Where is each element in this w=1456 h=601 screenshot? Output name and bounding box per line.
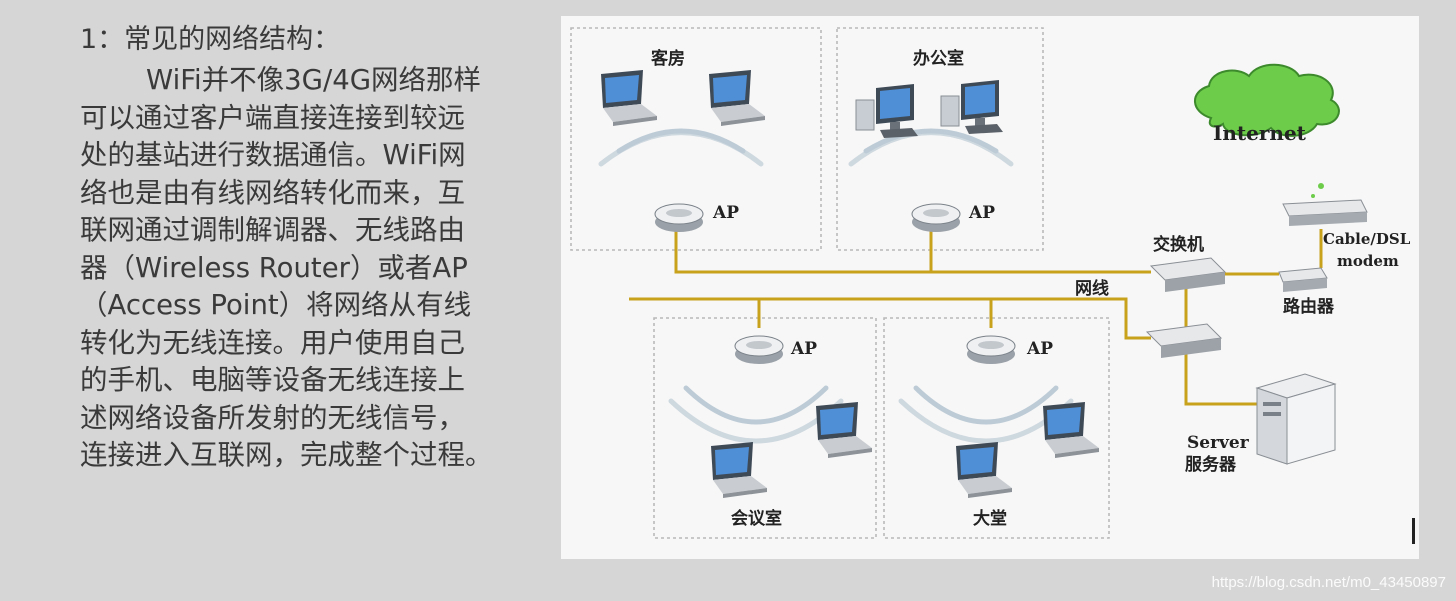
laptop-icon	[711, 442, 767, 498]
label-router: 路由器	[1283, 296, 1335, 317]
paragraph-line: 述网络设备所发射的无线信号，	[80, 401, 465, 434]
internet-cloud-icon	[1194, 63, 1340, 198]
watermark: https://blog.csdn.net/m0_43450897	[1211, 574, 1446, 591]
access-point-icon	[654, 203, 704, 233]
network-diagram: 客房 AP 办公室 AP AP 会议室 AP 大堂 Internet Cable…	[561, 16, 1419, 559]
access-point-icon	[966, 335, 1016, 365]
laptop-icon	[816, 402, 872, 458]
laptop-icon	[709, 70, 765, 126]
desktop-computer-icon	[855, 83, 919, 139]
room-boxes	[570, 27, 1110, 539]
paragraph-line: 联网通过调制解调器、无线路由	[80, 214, 465, 246]
slide-heading: 1：常见的网络结构：	[80, 24, 341, 55]
desktop-computer-icon	[940, 79, 1004, 135]
switch-icon	[1145, 323, 1223, 358]
label-server-line2: 服务器	[1185, 454, 1237, 475]
paragraph-line: WiFi并不像3G/4G网络那样	[146, 64, 482, 96]
label-lobby: 大堂	[973, 508, 1007, 529]
label-switch: 交换机	[1153, 234, 1204, 255]
switch-icon	[1149, 257, 1227, 292]
router-icon	[1278, 267, 1328, 292]
modem-icon	[1282, 199, 1368, 226]
laptop-icon	[1043, 402, 1099, 458]
server-icon	[1255, 373, 1337, 465]
wifi-signal-arcs	[598, 128, 1074, 444]
access-point-icon	[911, 203, 961, 233]
label-modem-line2: modem	[1337, 252, 1399, 270]
text-cursor	[1412, 518, 1415, 544]
paragraph-line: 连接进入互联网，完成整个过程。	[80, 439, 493, 471]
slide-paragraph: WiFi并不像3G/4G网络那样 可以通过客户端直接连接到较远 处的基站进行数据…	[80, 62, 550, 475]
label-office: 办公室	[913, 48, 964, 69]
label-network-cable: 网线	[1075, 278, 1109, 299]
label-internet: Internet	[1213, 121, 1307, 145]
network-cables	[629, 229, 1323, 406]
laptop-icon	[601, 70, 657, 126]
paragraph-line: 可以通过客户端直接连接到较远	[80, 101, 465, 134]
paragraph-line: 处的基站进行数据通信。WiFi网	[80, 139, 466, 171]
label-guest-room: 客房	[650, 48, 685, 69]
paragraph-line: 转化为无线连接。用户使用自己	[80, 326, 465, 359]
paragraph-line: 器（Wireless Router）或者AP	[80, 251, 468, 284]
label-ap: AP	[1026, 339, 1053, 359]
paragraph-line: 的手机、电脑等设备无线连接上	[80, 364, 465, 396]
paragraph-line: （Access Point）将网络从有线	[80, 289, 472, 321]
paragraph-line: 络也是由有线网络转化而来，互	[80, 176, 465, 209]
label-server-line1: Server	[1187, 433, 1250, 453]
label-ap: AP	[968, 203, 995, 223]
slide-text: 1：常见的网络结构： WiFi并不像3G/4G网络那样 可以通过客户端直接连接到…	[80, 22, 550, 475]
label-meeting-room: 会议室	[731, 508, 782, 529]
label-ap: AP	[712, 203, 739, 223]
label-modem-line1: Cable/DSL	[1323, 230, 1411, 248]
label-ap: AP	[790, 339, 817, 359]
laptop-icon	[956, 442, 1012, 498]
access-point-icon	[734, 335, 784, 365]
